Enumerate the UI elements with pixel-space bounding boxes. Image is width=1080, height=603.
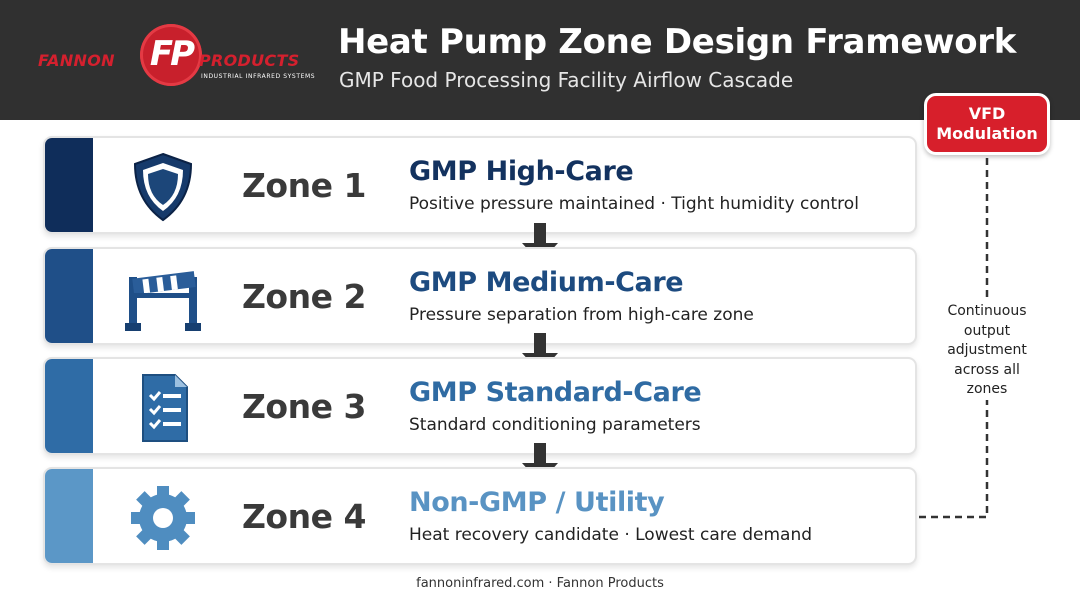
- logo-word-right: PRODUCTS: [199, 51, 300, 70]
- zone-description: Heat recovery candidate · Lowest care de…: [409, 525, 813, 545]
- checklist-icon: [123, 371, 203, 445]
- zone-color-band: [45, 249, 93, 343]
- gear-icon: [123, 481, 203, 555]
- zone-name: GMP Standard-Care: [409, 377, 702, 408]
- zone-color-band: [45, 469, 93, 563]
- header-bar: FANNON FP PRODUCTS INDUSTRIAL INFRARED S…: [0, 0, 1080, 120]
- zone-label: Zone 3: [242, 387, 366, 426]
- logo-badge: FP: [140, 24, 202, 86]
- page-subtitle: GMP Food Processing Facility Airflow Cas…: [339, 68, 794, 92]
- zone-label: Zone 4: [242, 497, 366, 536]
- zone-name: GMP Medium-Care: [409, 267, 684, 298]
- zone-color-band: [45, 138, 93, 232]
- logo-tagline: INDUSTRIAL INFRARED SYSTEMS: [201, 73, 316, 80]
- logo-badge-letters: FP: [149, 34, 195, 74]
- vfd-badge-line1: VFD: [968, 104, 1006, 123]
- zone-description: Standard conditioning parameters: [409, 415, 701, 435]
- zone-card-4: Zone 4 Non-GMP / Utility Heat recovery c…: [43, 467, 917, 565]
- barrier-icon: [123, 261, 203, 335]
- zone-color-band: [45, 359, 93, 453]
- vfd-note: Continuous output adjustment across all …: [936, 302, 1038, 400]
- zone-label: Zone 1: [242, 166, 366, 205]
- page-title: Heat Pump Zone Design Framework: [338, 22, 1017, 62]
- zone-card-1: Zone 1 GMP High-Care Positive pressure m…: [43, 136, 917, 234]
- zone-card-3: Zone 3 GMP Standard-Care Standard condit…: [43, 357, 917, 455]
- zone-name: GMP High-Care: [409, 156, 634, 187]
- logo-word-left: FANNON: [38, 51, 115, 70]
- zone-label: Zone 2: [242, 277, 366, 316]
- zone-description: Pressure separation from high-care zone: [409, 305, 754, 325]
- vfd-modulation-badge: VFD Modulation: [924, 93, 1050, 155]
- zone-card-2: Zone 2 GMP Medium-Care Pressure separati…: [43, 247, 917, 345]
- zone-description: Positive pressure maintained · Tight hum…: [409, 194, 859, 214]
- fannon-products-logo: FANNON FP PRODUCTS INDUSTRIAL INFRARED S…: [38, 20, 318, 94]
- vfd-badge-line2: Modulation: [936, 124, 1038, 143]
- zone-name: Non-GMP / Utility: [409, 487, 665, 518]
- footer-credit: fannoninfrared.com · Fannon Products: [416, 576, 664, 591]
- shield-icon: [123, 150, 203, 224]
